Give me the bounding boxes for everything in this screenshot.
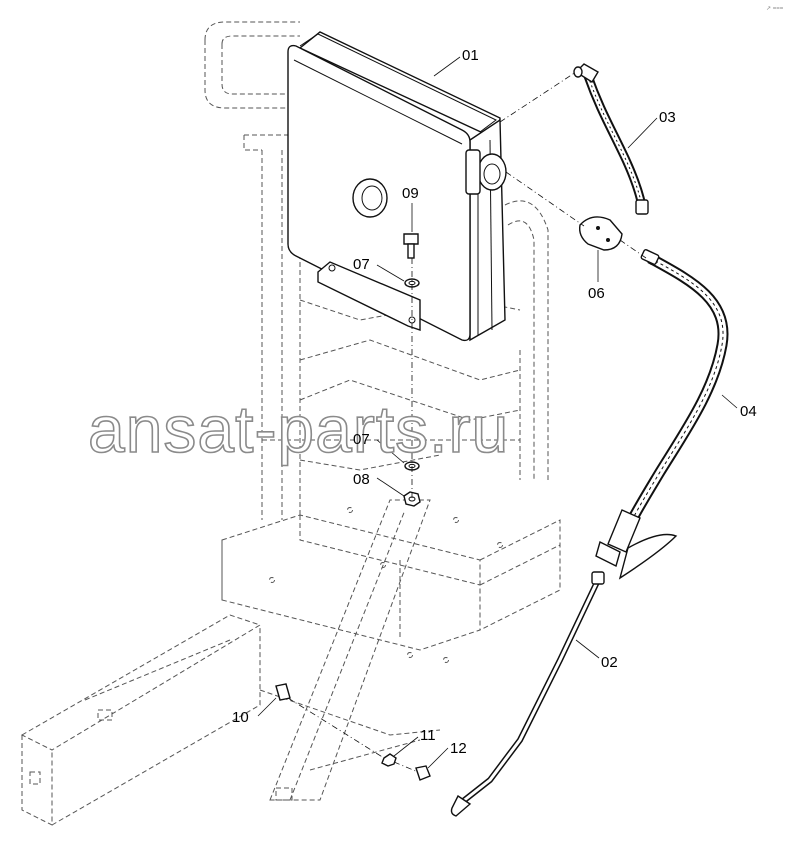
nut-11 [381, 753, 397, 767]
bolt-09 [403, 233, 419, 259]
grommet-06 [578, 216, 623, 251]
callout-labels: 01 03 09 07 06 04 07 08 02 10 11 12 [232, 47, 757, 757]
callout-04: 04 [740, 403, 757, 420]
watermark: ansat-parts.ru [88, 392, 509, 466]
hose-04 [595, 249, 729, 580]
support-frame [20, 21, 561, 826]
callout-10: 10 [232, 709, 249, 726]
callout-08: 08 [353, 471, 370, 488]
leader-lines [257, 56, 738, 769]
callout-06: 06 [588, 285, 605, 302]
clip-10 [275, 683, 291, 701]
callout-02: 02 [601, 654, 618, 671]
bolt-12 [415, 765, 431, 781]
callout-11: 11 [420, 727, 436, 744]
corner-mark: ↗ === [766, 6, 784, 12]
nut-08 [403, 491, 421, 507]
tube-02 [450, 571, 605, 817]
callout-07-lower: 07 [353, 431, 370, 448]
callout-09: 09 [402, 185, 419, 202]
callout-03: 03 [659, 109, 676, 126]
hose-03 [573, 63, 649, 215]
callout-12: 12 [450, 740, 467, 757]
callout-07-upper: 07 [353, 256, 370, 273]
reservoir-tank [287, 31, 507, 342]
callout-01: 01 [462, 47, 479, 64]
assembly-lines [287, 71, 647, 773]
